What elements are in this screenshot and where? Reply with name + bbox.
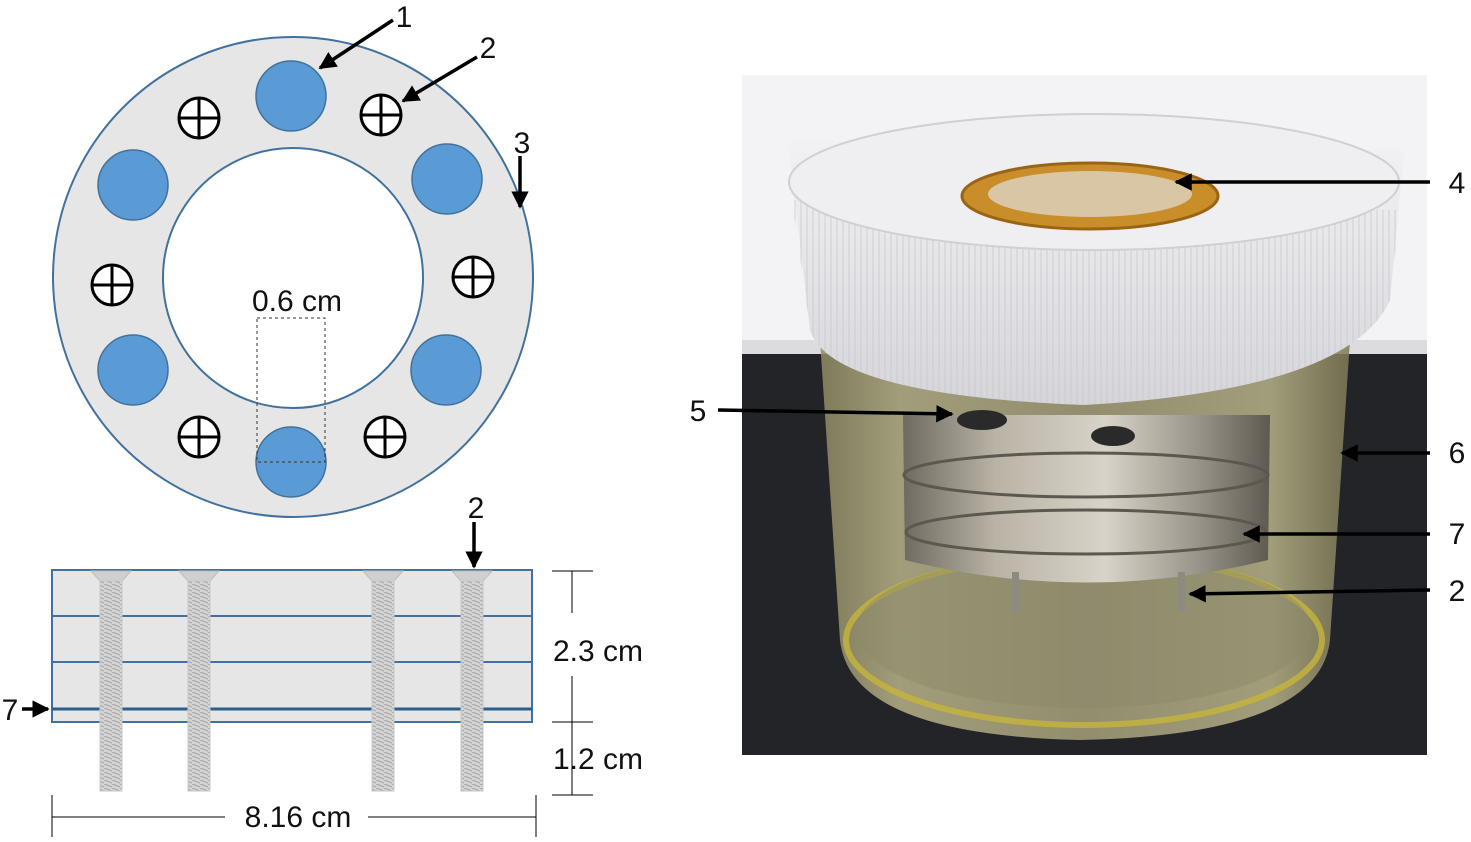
side-view: 2 7 2.3 cm 1.2 cm 8.16 cm <box>2 492 643 837</box>
callout-arrow-5 <box>717 404 954 423</box>
screw-photo <box>1012 572 1019 612</box>
screw-head-cross-icon <box>451 255 495 299</box>
screw-head-cross-icon <box>177 96 221 140</box>
callout-label-7-photo: 7 <box>1449 518 1466 551</box>
screw-head-cross-icon <box>363 415 407 459</box>
ring-plate <box>52 36 534 518</box>
screw-heads <box>90 93 495 459</box>
screw-extension-dimension-label: 1.2 cm <box>553 743 643 776</box>
hole-width-label: 0.6 cm <box>252 285 342 318</box>
steel-stack <box>903 415 1270 583</box>
callout-label-2-top: 2 <box>480 32 497 65</box>
callout-label-6: 6 <box>1449 437 1466 470</box>
screw-side <box>177 570 221 792</box>
screw-side <box>450 570 494 792</box>
steel-band <box>902 451 1270 499</box>
steel-band <box>904 508 1268 556</box>
height-dimension-label: 2.3 cm <box>553 635 643 668</box>
callout-arrow-2-photo <box>1188 584 1431 603</box>
screw-side <box>361 570 405 792</box>
hole <box>97 334 169 406</box>
callout-arrow-1 <box>318 18 394 70</box>
screw-head-cross-icon <box>359 93 403 137</box>
hole <box>410 334 482 406</box>
screw-side <box>89 570 133 792</box>
screw-photo <box>1178 572 1185 612</box>
sample-hole-photo <box>957 410 1007 430</box>
top-view: 0.6 cm 1 2 3 <box>52 1 534 518</box>
dimension-lines <box>51 570 593 837</box>
diameter-dimension-label: 8.16 cm <box>245 801 352 834</box>
photo-panel: 4 5 6 7 2 <box>690 75 1466 755</box>
hole <box>255 60 327 132</box>
screws-side <box>89 570 494 792</box>
callout-label-3: 3 <box>514 127 531 160</box>
callout-label-5: 5 <box>690 395 707 428</box>
hole <box>97 149 169 221</box>
callout-label-2-photo: 2 <box>1449 575 1466 608</box>
sample-disc-film <box>988 171 1192 217</box>
plate-stack <box>51 569 533 723</box>
sample-hole-photo <box>1091 426 1135 446</box>
screw-head-cross-icon <box>90 263 134 307</box>
cap-ridges <box>792 200 1400 405</box>
callout-label-2-side: 2 <box>468 492 485 525</box>
screw-head-cross-icon <box>177 415 221 459</box>
callout-label-4: 4 <box>1449 167 1466 200</box>
callout-label-1: 1 <box>396 1 413 34</box>
callout-label-7-side: 7 <box>2 694 19 727</box>
callout-arrow-2-top <box>401 55 478 103</box>
hole <box>411 143 483 215</box>
hole-width-guide <box>256 317 326 463</box>
